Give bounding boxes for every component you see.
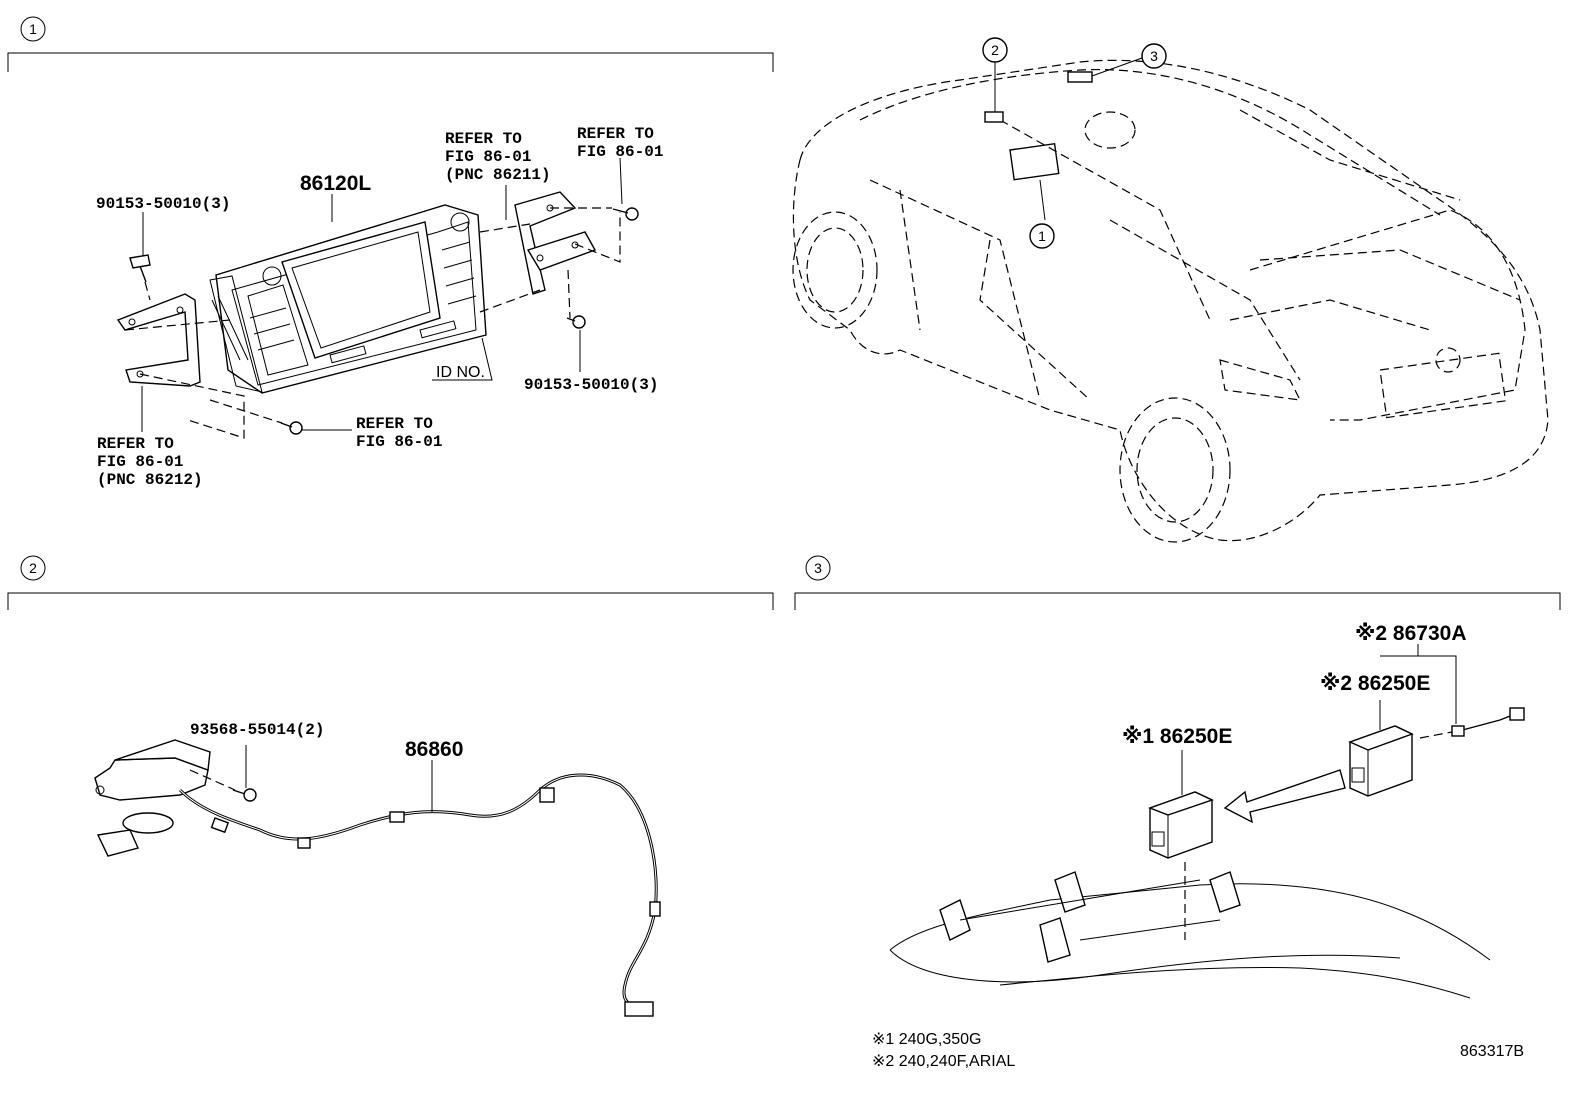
section-2-frame xyxy=(7,592,774,610)
harness-86730A-label: ※2 86730A xyxy=(1355,622,1467,645)
figure-id: 863317B xyxy=(1460,1043,1524,1060)
replacement-arrow xyxy=(1223,769,1346,824)
overhead-console xyxy=(889,871,1491,999)
svg-text:3: 3 xyxy=(1150,48,1158,64)
screw-left-part-number: 90153-50010(3) xyxy=(96,195,230,213)
footnote-2: ※2 240,240F,ARIAL xyxy=(872,1053,1015,1070)
map-light-unit-1 xyxy=(1147,791,1214,859)
refer-left-bracket-line1: REFER TO xyxy=(97,435,174,453)
harness-part-number: 86860 xyxy=(405,738,463,761)
refer-top-bracket-line1: REFER TO xyxy=(445,130,522,148)
clip-part-number: 93568-55014(2) xyxy=(190,721,324,739)
display-unit-part-number: 86120L xyxy=(300,172,371,195)
vehicle-view: 1 2 3 xyxy=(792,37,1549,543)
section-3: 3 xyxy=(794,555,1561,999)
refer-top-screw-line1: REFER TO xyxy=(577,125,654,143)
section-3-frame xyxy=(794,592,1561,610)
refer-top-bracket-line3: (PNC 86211) xyxy=(445,166,551,184)
section-3-marker-circle xyxy=(805,555,831,581)
callout-3: 3 xyxy=(1067,43,1167,83)
section-2: 2 93568-55014(2) 86860 xyxy=(7,555,774,1017)
front-wheel xyxy=(792,211,878,329)
refer-left-bracket-line2: FIG 86-01 xyxy=(97,453,183,471)
svg-text:1: 1 xyxy=(1038,228,1046,244)
callout-1: 1 xyxy=(1029,223,1055,249)
license-plate-area xyxy=(1379,352,1507,419)
section-1: 1 xyxy=(7,16,774,489)
svg-text:2: 2 xyxy=(991,42,999,58)
screw-top-left xyxy=(129,254,151,283)
antenna-module xyxy=(94,739,211,857)
screw-right-part-number: 90153-50010(3) xyxy=(524,376,658,394)
unit-1-86250E-label: ※1 86250E xyxy=(1122,725,1232,748)
screw-bottom xyxy=(280,421,303,435)
leader-lines xyxy=(141,157,623,432)
navigation-display-unit xyxy=(209,204,487,394)
assembly-lines xyxy=(124,207,621,439)
footer: ※1 240G,350G ※2 240,240F,ARIAL 863317B xyxy=(872,1031,1524,1070)
antenna-harness xyxy=(178,773,658,1009)
vehicle-roof xyxy=(859,68,1441,216)
section-1-marker: 1 xyxy=(29,21,37,37)
harness-connector xyxy=(624,1001,654,1017)
section-1-frame xyxy=(7,52,774,72)
wire-harness-86730A xyxy=(1419,707,1525,739)
screw-top-right xyxy=(612,207,639,221)
screw-right-lower xyxy=(566,315,586,329)
map-light-unit-2 xyxy=(1348,725,1414,797)
vehicle-display-location xyxy=(1009,142,1060,181)
clip-screw xyxy=(189,745,257,802)
tailgate xyxy=(1249,209,1526,421)
display-screen xyxy=(281,221,441,359)
refer-bottom-screw-line1: REFER TO xyxy=(356,415,433,433)
footnote-1: ※1 240G,350G xyxy=(872,1031,981,1048)
refer-top-screw-line2: FIG 86-01 xyxy=(577,143,663,161)
callout-2: 2 xyxy=(982,37,1008,123)
section-1-marker-circle xyxy=(20,16,46,42)
right-bracket xyxy=(514,191,597,295)
id-number-label: ID NO. xyxy=(436,364,485,381)
section-3-marker: 3 xyxy=(814,560,822,576)
left-bracket xyxy=(116,293,201,387)
rear-wheel xyxy=(1119,397,1231,543)
refer-left-bracket-line3: (PNC 86212) xyxy=(97,471,203,489)
section-2-marker: 2 xyxy=(29,560,37,576)
refer-top-bracket-line2: FIG 86-01 xyxy=(445,148,531,166)
refer-bottom-screw-line2: FIG 86-01 xyxy=(356,433,442,451)
section-2-marker-circle xyxy=(20,555,46,581)
vehicle-body-outline xyxy=(792,59,1549,542)
unit-2-86250E-label: ※2 86250E xyxy=(1320,672,1430,695)
